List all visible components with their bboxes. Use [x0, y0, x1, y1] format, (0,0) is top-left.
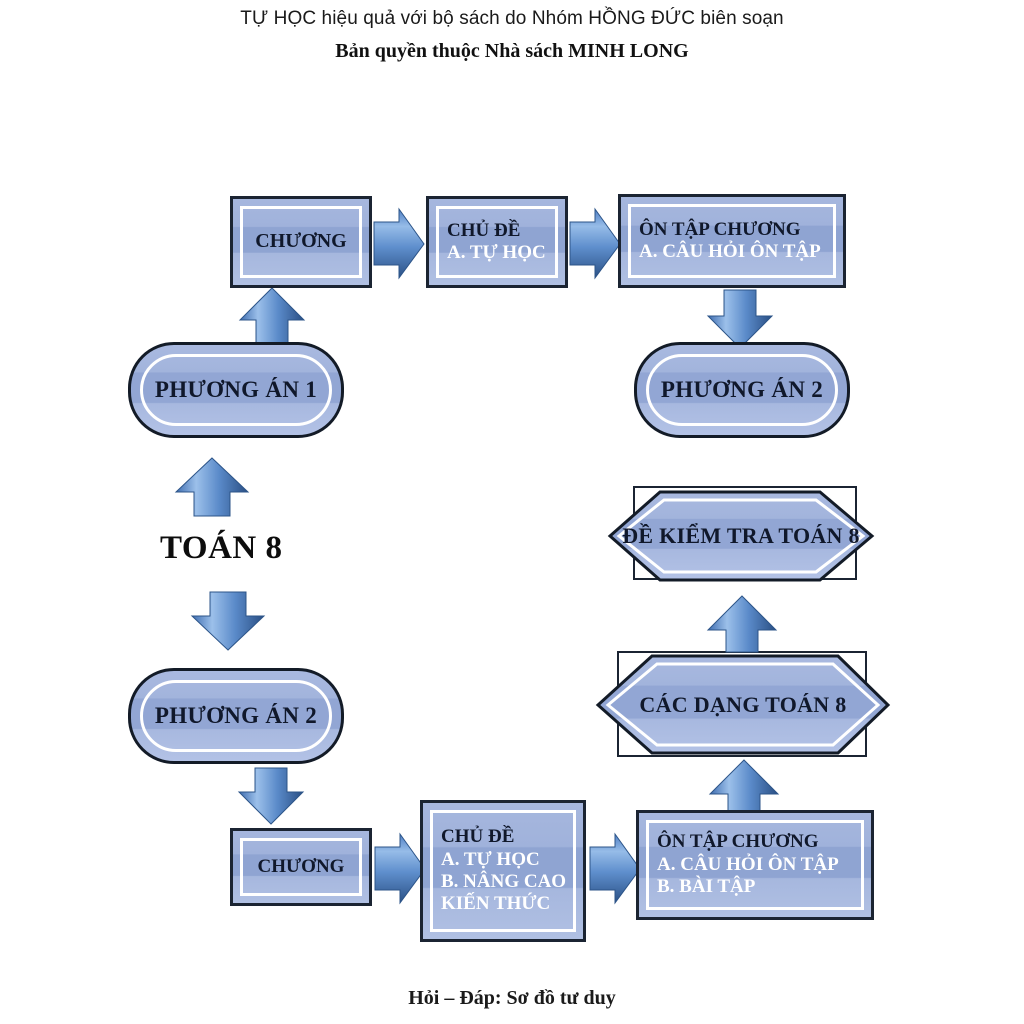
node-top-chu-de-line-2: A. TỰ HỌC — [447, 242, 546, 263]
node-top-on-tap-line-1: ÔN TẬP CHƯƠNG — [639, 218, 801, 240]
arrow-phuongan1-to-chuong — [238, 287, 306, 346]
arrow-ontap-to-phuongan2 — [706, 289, 774, 349]
node-bottom-chu-de-line-1: CHỦ ĐỀ — [441, 826, 515, 848]
node-phuong-an-2-right[interactable]: PHƯƠNG ÁN 2 — [634, 342, 850, 438]
node-bottom-chu-de[interactable]: CHỦ ĐỀ A. TỰ HỌC B. NÂNG CAO KIẾN THỨC — [420, 800, 586, 942]
node-bottom-chu-de-line-3: B. NÂNG CAO — [441, 871, 567, 892]
node-bottom-on-tap-chuong[interactable]: ÔN TẬP CHƯƠNG A. CÂU HỎI ÔN TẬP B. BÀI T… — [636, 810, 874, 920]
node-bottom-chuong-inner: CHƯƠNG — [240, 838, 362, 896]
node-bottom-chuong[interactable]: CHƯƠNG — [230, 828, 372, 906]
arrow-toan8-to-phuongan2 — [190, 591, 266, 651]
node-top-on-tap-chuong-inner: ÔN TẬP CHƯƠNG A. CÂU HỎI ÔN TẬP — [628, 204, 836, 278]
node-phuong-an-1-inner: PHƯƠNG ÁN 1 — [140, 354, 332, 426]
node-phuong-an-2-left-label: PHƯƠNG ÁN 2 — [154, 703, 318, 728]
header-line-1: TỰ HỌC hiệu quả với bộ sách do Nhóm HỒNG… — [240, 8, 784, 29]
node-bottom-on-tap-line-1: ÔN TẬP CHƯƠNG — [657, 831, 819, 853]
arrow-chude-to-ontap — [569, 207, 621, 280]
octagon-cac-dang-label: CÁC DẠNG TOÁN 8 — [639, 691, 847, 717]
node-bottom-on-tap-line-3: B. BÀI TẬP — [657, 876, 756, 898]
header-line-2: Bản quyền thuộc Nhà sách MINH LONG — [335, 40, 689, 62]
node-phuong-an-1[interactable]: PHƯƠNG ÁN 1 — [128, 342, 344, 438]
octagon-de-kiem-tra-label: ĐỀ KIỂM TRA TOÁN 8 — [622, 523, 860, 548]
node-top-chuong[interactable]: CHƯƠNG — [230, 196, 372, 288]
node-phuong-an-2-right-label: PHƯƠNG ÁN 2 — [660, 377, 824, 402]
node-bottom-on-tap-chuong-inner: ÔN TẬP CHƯƠNG A. CÂU HỎI ÔN TẬP B. BÀI T… — [646, 820, 864, 910]
arrow-cacdang-to-dekiemtra — [706, 595, 778, 653]
arrow-toan8-to-phuongan1 — [174, 457, 250, 517]
node-bottom-chu-de-line-4: KIẾN THỨC — [441, 893, 551, 915]
node-top-chu-de[interactable]: CHỦ ĐỀ A. TỰ HỌC — [426, 196, 568, 288]
node-top-on-tap-line-2: A. CÂU HỎI ÔN TẬP — [639, 241, 821, 262]
arrow-phuongan2-to-chuong — [237, 767, 305, 825]
node-phuong-an-2-left-inner: PHƯƠNG ÁN 2 — [140, 680, 332, 752]
node-top-on-tap-chuong[interactable]: ÔN TẬP CHƯƠNG A. CÂU HỎI ÔN TẬP — [618, 194, 846, 288]
node-top-chu-de-line-1: CHỦ ĐỀ — [447, 219, 521, 241]
center-label-toan-8: TOÁN 8 — [160, 530, 283, 566]
node-phuong-an-2-left[interactable]: PHƯƠNG ÁN 2 — [128, 668, 344, 764]
node-bottom-chu-de-line-2: A. TỰ HỌC — [441, 848, 540, 870]
arrow-chuong-to-chude — [373, 207, 425, 280]
node-bottom-chuong-line-1: CHƯƠNG — [257, 855, 345, 877]
arrow-bottom-chuong-to-chude — [374, 832, 426, 905]
node-phuong-an-1-label: PHƯƠNG ÁN 1 — [154, 377, 318, 402]
arrow-bottom-ontap-to-cacdang — [708, 759, 780, 817]
node-top-chuong-line-1: CHƯƠNG — [255, 230, 347, 253]
node-top-chu-de-inner: CHỦ ĐỀ A. TỰ HỌC — [436, 206, 558, 278]
node-phuong-an-2-right-inner: PHƯƠNG ÁN 2 — [646, 354, 838, 426]
node-bottom-chu-de-inner: CHỦ ĐỀ A. TỰ HỌC B. NÂNG CAO KIẾN THỨC — [430, 810, 576, 932]
arrow-bottom-chude-to-ontap — [589, 832, 641, 905]
node-bottom-on-tap-line-2: A. CÂU HỎI ÔN TẬP — [657, 853, 839, 875]
footer-caption: Hỏi – Đáp: Sơ đồ tư duy — [408, 987, 616, 1009]
node-top-chuong-inner: CHƯƠNG — [240, 206, 362, 278]
